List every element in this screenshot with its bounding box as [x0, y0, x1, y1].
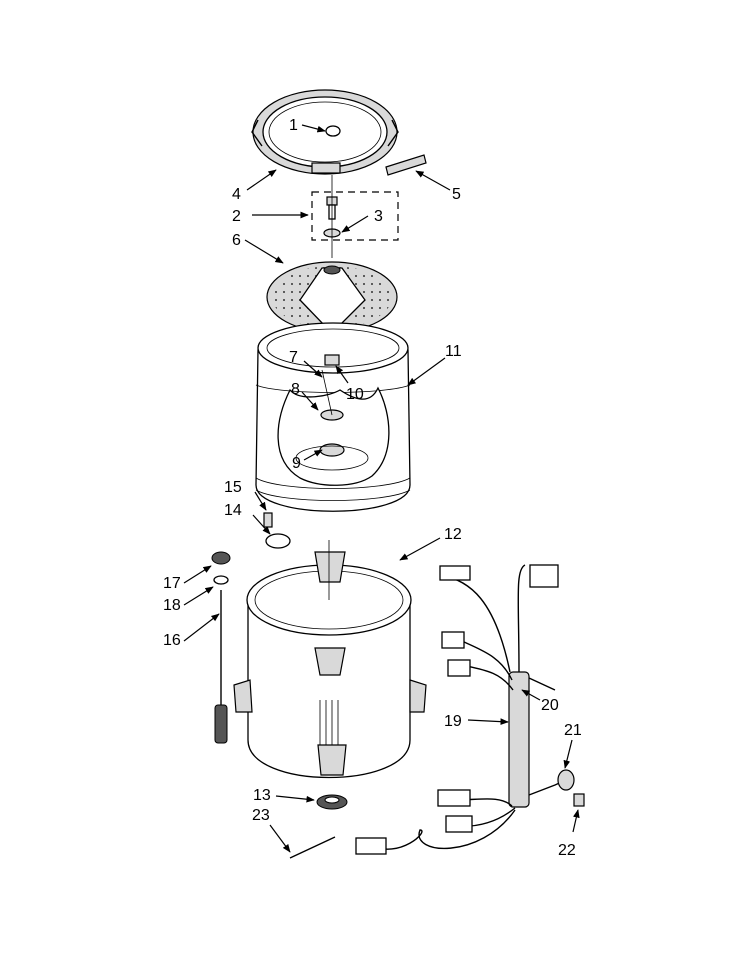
tub-ring-part — [251, 89, 399, 175]
callout-8: 8 — [291, 381, 300, 398]
wash-plate-part — [266, 261, 398, 333]
callout-18: 18 — [163, 597, 181, 614]
leader-lines — [183, 124, 580, 853]
callout-19: 19 — [444, 713, 462, 730]
callout-4: 4 — [232, 186, 241, 203]
callout-6: 6 — [232, 232, 241, 249]
basket-part — [255, 322, 411, 512]
wire-harness-part — [355, 564, 585, 855]
callout-7: 7 — [289, 349, 298, 366]
callout-3: 3 — [374, 208, 383, 225]
clamp-part — [265, 533, 291, 549]
suspension-rod-part — [211, 551, 231, 744]
callout-9: 9 — [292, 455, 301, 472]
bolt-kit-box — [311, 191, 399, 241]
callout-13: 13 — [253, 787, 271, 804]
strip-part — [385, 154, 427, 176]
outer-tub-part — [233, 540, 427, 779]
clip-part — [289, 836, 336, 859]
callout-1: 1 — [289, 117, 298, 134]
callout-11: 11 — [445, 343, 462, 360]
callout-21: 21 — [564, 722, 582, 739]
callout-16: 16 — [163, 632, 181, 649]
callout-15: 15 — [224, 479, 242, 496]
screw-part — [263, 512, 273, 528]
callout-12: 12 — [444, 526, 462, 543]
callout-labels: 1 2 3 4 5 6 7 8 9 10 11 12 13 14 15 16 1… — [163, 117, 582, 859]
callout-22: 22 — [558, 842, 576, 859]
callout-23: 23 — [252, 807, 270, 824]
callout-17: 17 — [163, 575, 181, 592]
callout-2: 2 — [232, 208, 241, 225]
callout-10: 10 — [346, 386, 364, 403]
callout-14: 14 — [224, 502, 242, 519]
callout-20: 20 — [541, 697, 559, 714]
callout-5: 5 — [452, 186, 461, 203]
